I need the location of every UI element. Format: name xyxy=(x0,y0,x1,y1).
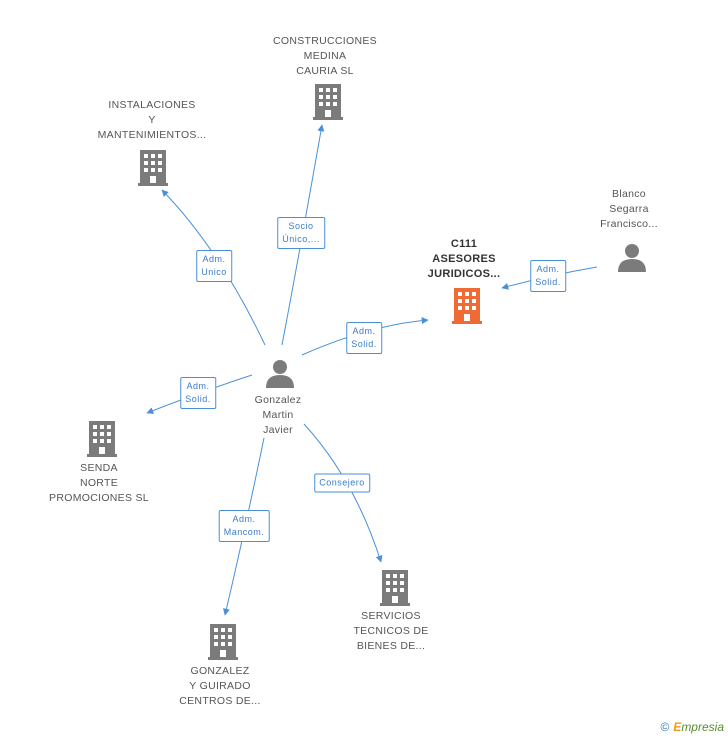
construcciones-building-icon[interactable] xyxy=(313,84,343,120)
brand-initial: E xyxy=(673,720,682,734)
servicios-label[interactable]: SERVICIOS TECNICOS DE BIENES DE... xyxy=(353,610,429,652)
instalaciones-label[interactable]: INSTALACIONES Y MANTENIMIENTOS... xyxy=(97,99,207,141)
senda-building-icon[interactable] xyxy=(87,421,117,457)
edge-to-servicios xyxy=(303,423,383,563)
edge-label-adm-mancom[interactable]: Adm. Mancom. xyxy=(218,510,270,542)
c111-label[interactable]: C111 ASESORES JURIDICOS... xyxy=(427,238,501,280)
blanco-label[interactable]: Blanco Segarra Francisco... xyxy=(600,188,658,230)
instalaciones-building-icon[interactable] xyxy=(138,150,168,186)
gonzalez-label[interactable]: Gonzalez Martin Javier xyxy=(254,394,302,436)
edge-label-consejero[interactable]: Consejero xyxy=(314,473,370,493)
brand-name: mpresia xyxy=(681,720,724,734)
blanco-person-icon[interactable] xyxy=(617,242,647,272)
edge-label-adm-solid-c111[interactable]: Adm. Solid. xyxy=(346,322,382,354)
edge-label-adm-solid-blanco[interactable]: Adm. Solid. xyxy=(530,260,566,292)
copyright-icon: © xyxy=(660,720,670,734)
guirado-building-icon[interactable] xyxy=(208,624,238,660)
edge-label-socio-unico[interactable]: Socio Único,... xyxy=(277,217,325,249)
senda-label[interactable]: SENDA NORTE PROMOCIONES SL xyxy=(49,462,149,504)
edge-label-adm-solid-senda[interactable]: Adm. Solid. xyxy=(180,377,216,409)
servicios-building-icon[interactable] xyxy=(380,570,410,606)
empresia-footer: ©Empresia xyxy=(660,720,724,734)
construcciones-label[interactable]: CONSTRUCCIONES MEDINA CAURIA SL xyxy=(273,35,377,77)
guirado-label[interactable]: GONZALEZ Y GUIRADO CENTROS DE... xyxy=(179,665,261,707)
gonzalez-person-icon[interactable] xyxy=(265,358,295,388)
edge-label-adm-unico[interactable]: Adm. Unico xyxy=(196,250,232,282)
c111-building-icon[interactable] xyxy=(451,288,483,324)
